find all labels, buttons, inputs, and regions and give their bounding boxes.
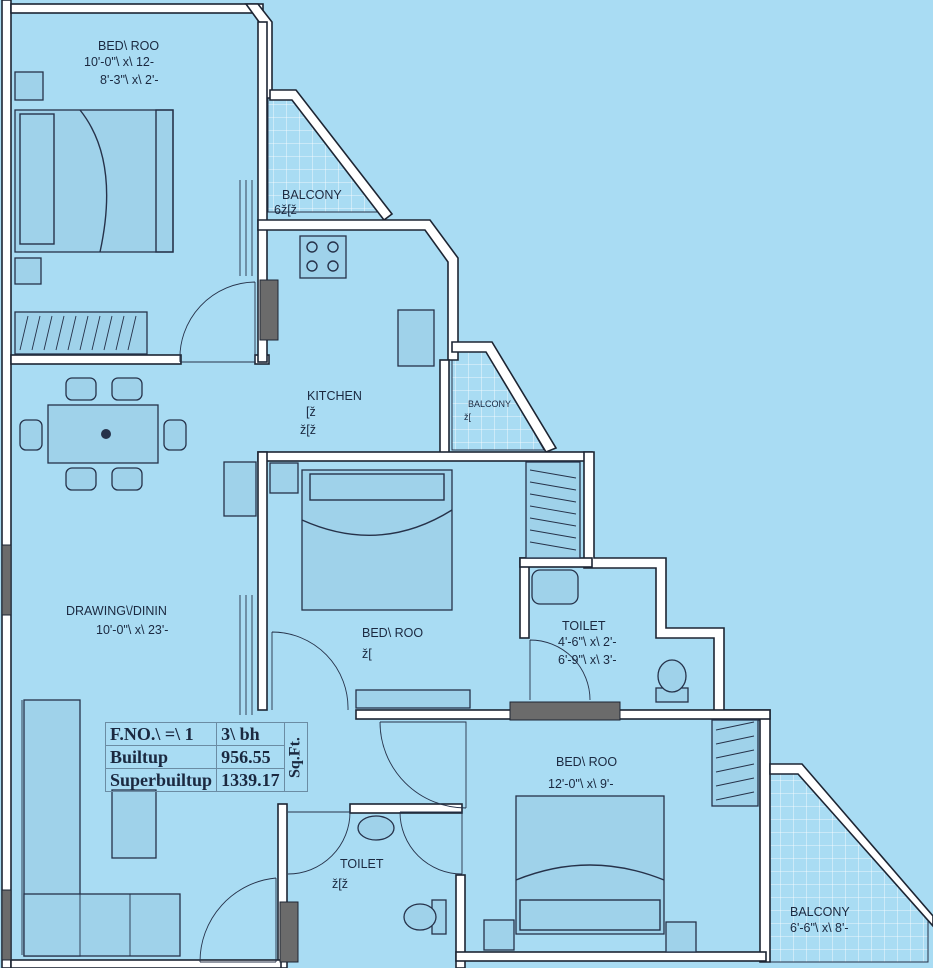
door-blocks	[1, 279, 621, 963]
kitchen-name: KITCHEN	[307, 389, 362, 403]
superbuiltup-row: Superbuiltup 1339.17	[104, 768, 308, 792]
side-table-bottom	[14, 257, 42, 285]
toilet-bottom-dim: ž[ž	[332, 877, 348, 891]
builtup-label: Builtup	[104, 745, 218, 769]
sofa	[23, 699, 181, 957]
kitchen-dim1: [ž	[306, 405, 316, 419]
toilet-right-dim1: 4'-6"\ x\ 2'-	[558, 635, 617, 649]
bedroom-top-name: BED\ ROO	[98, 39, 159, 53]
wash-basin-mid	[223, 461, 257, 517]
bed-mid	[301, 469, 453, 611]
wardrobe-mid	[525, 461, 581, 559]
kitchen-dim2: ž[ž	[300, 423, 316, 437]
side-table-mid	[269, 462, 299, 494]
area-unit: Sq.Ft.	[284, 722, 308, 792]
balcony-top-name: BALCONY	[282, 188, 342, 202]
side-table-top	[14, 71, 44, 101]
balcony-small-name: BALCONY	[468, 399, 511, 409]
flat-label: F.NO.\ =\ 1	[104, 722, 218, 746]
toilet-right-name: TOILET	[562, 619, 606, 633]
bedroom-top-dim1: 10'-0"\ x\ 12-	[84, 55, 154, 69]
bedroom-top-dim2: 8'-3"\ x\ 2'-	[100, 73, 159, 87]
side-table-bottom-right	[665, 921, 697, 953]
bedroom-bottom-name: BED\ ROO	[556, 755, 617, 769]
drawing-dim: 10'-0"\ x\ 23'-	[96, 623, 168, 637]
toilet-right-dim2: 6'-9"\ x\ 3'-	[558, 653, 617, 667]
toilet-bottom-basin	[357, 815, 395, 841]
dresser-mid	[355, 689, 471, 709]
toilet-right-wc	[655, 659, 689, 703]
drawing-name: DRAWING\/DININ	[66, 604, 167, 618]
toilet-right-basin	[531, 569, 579, 605]
side-table-bottom-left	[483, 919, 515, 951]
area-info-table: F.NO.\ =\ 1 3\ bh Sq.Ft. Builtup 956.55 …	[104, 722, 308, 792]
stove	[299, 235, 347, 279]
balcony-top-dim: 6ž[ž	[274, 203, 297, 217]
dining-table	[19, 377, 187, 491]
balcony-bottom-name: BALCONY	[790, 905, 850, 919]
wardrobe-top	[14, 311, 148, 355]
room-labels: BED\ ROO 10'-0"\ x\ 12- 8'-3"\ x\ 2'- BA…	[66, 39, 850, 935]
balcony-small-dim: ž[	[464, 412, 472, 422]
builtup-row: Builtup 956.55	[104, 745, 308, 769]
flat-type: 3\ bh	[216, 722, 285, 746]
bedroom-mid-name: BED\ ROO	[362, 626, 423, 640]
kitchen-sink	[397, 309, 435, 367]
door-swings	[179, 281, 591, 963]
bed-top	[14, 109, 174, 253]
bedroom-mid-dim: ž[	[362, 647, 372, 661]
toilet-bottom-wc	[403, 899, 447, 935]
flat-row: F.NO.\ =\ 1 3\ bh Sq.Ft.	[104, 722, 308, 792]
wardrobe-bottom	[711, 719, 759, 807]
superbuiltup-value: 1339.17	[216, 768, 285, 792]
bedroom-bottom-dim: 12'-0"\ x\ 9'-	[548, 777, 614, 791]
builtup-value: 956.55	[216, 745, 285, 769]
superbuiltup-label: Superbuiltup	[104, 768, 218, 792]
toilet-bottom-name: TOILET	[340, 857, 384, 871]
balcony-bottom-dim: 6'-6"\ x\ 8'-	[790, 921, 849, 935]
bed-bottom	[515, 795, 665, 935]
